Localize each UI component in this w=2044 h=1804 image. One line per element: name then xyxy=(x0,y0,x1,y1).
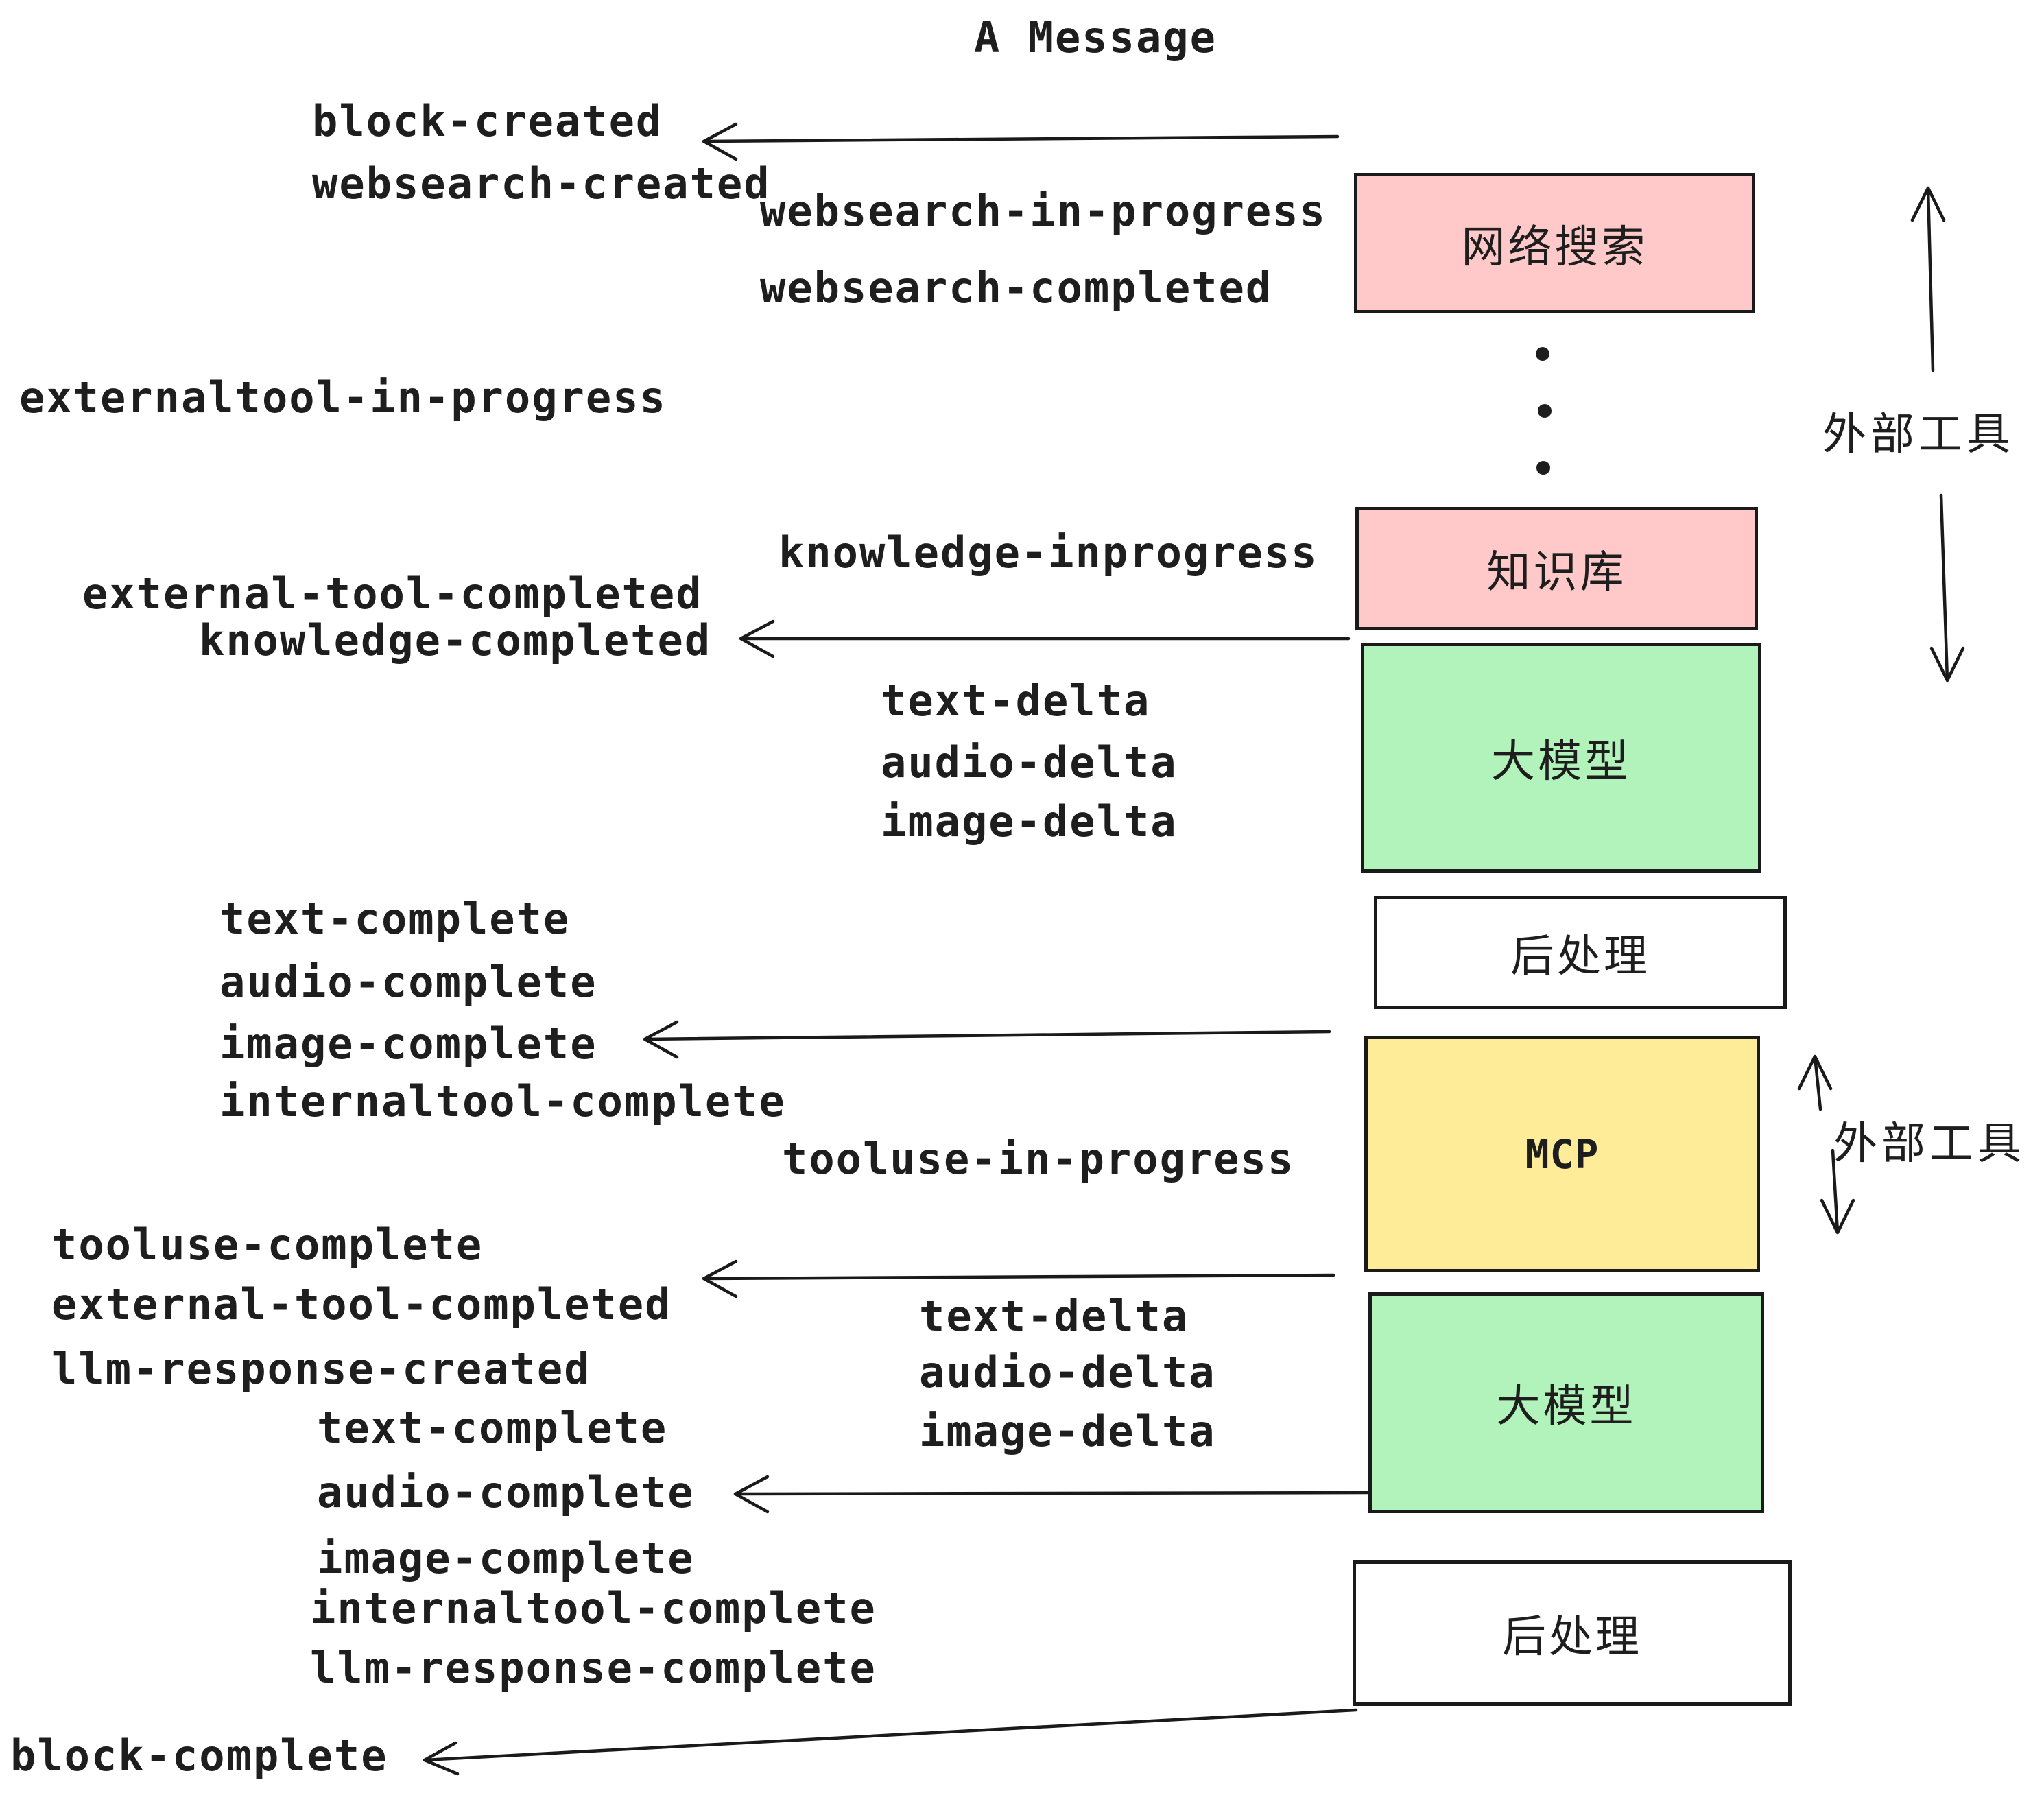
event-text-complete-2: text-complete xyxy=(317,1403,668,1453)
event-image-complete-2: image-complete xyxy=(317,1533,695,1583)
arrow-block-complete xyxy=(423,1708,1358,1776)
event-llm-response-created: llm-response-created xyxy=(51,1344,591,1394)
box-knowledge-label: 知识库 xyxy=(1486,547,1627,597)
event-image-complete-1: image-complete xyxy=(219,1019,597,1069)
arrow-websearch-created xyxy=(702,122,1340,161)
dot xyxy=(1536,347,1549,361)
event-audio-complete-2: audio-complete xyxy=(317,1467,695,1517)
event-image-delta-1: image-delta xyxy=(881,796,1178,846)
external-tools-label-mcp: 外部工具 xyxy=(1833,1119,2025,1168)
dot xyxy=(1536,461,1550,475)
event-image-delta-2: image-delta xyxy=(919,1406,1216,1456)
box-llm-1: 大模型 xyxy=(1361,643,1761,873)
box-postprocess-1-label: 后处理 xyxy=(1510,931,1650,981)
event-text-delta-1: text-delta xyxy=(881,676,1151,726)
event-internaltool-complete-2: internaltool-complete xyxy=(310,1583,877,1633)
event-audio-complete-1: audio-complete xyxy=(219,957,597,1007)
box-postprocess-2: 后处理 xyxy=(1353,1560,1792,1706)
event-knowledge-completed: knowledge-completed xyxy=(199,615,712,665)
box-mcp-label: MCP xyxy=(1525,1130,1600,1178)
event-websearch-completed: websearch-completed xyxy=(760,263,1273,313)
arrow-external-tools-up xyxy=(1910,186,1946,372)
event-external-tool-completed-2: external-tool-completed xyxy=(51,1279,672,1329)
box-postprocess-1: 后处理 xyxy=(1374,896,1787,1009)
box-websearch-label: 网络搜索 xyxy=(1461,222,1648,272)
arrow-tooluse-complete xyxy=(702,1259,1335,1298)
box-mcp: MCP xyxy=(1364,1036,1760,1272)
event-websearch-in-progress: websearch-in-progress xyxy=(760,186,1327,236)
ellipsis-dots xyxy=(1536,347,1552,475)
box-knowledge: 知识库 xyxy=(1355,507,1758,630)
event-websearch-created: websearch-created xyxy=(312,158,771,209)
arrow-mcp-external-down xyxy=(1820,1148,1855,1235)
box-llm-2-label: 大模型 xyxy=(1496,1381,1637,1431)
event-audio-delta-2: audio-delta xyxy=(919,1347,1216,1397)
event-audio-delta-1: audio-delta xyxy=(881,737,1178,787)
arrow-knowledge-completed xyxy=(739,619,1351,658)
box-llm-2: 大模型 xyxy=(1368,1292,1764,1513)
external-tools-label-top: 外部工具 xyxy=(1822,410,2015,459)
event-internaltool-complete-1: internaltool-complete xyxy=(219,1076,786,1126)
box-llm-1-label: 大模型 xyxy=(1491,736,1631,786)
event-llm-response-complete: llm-response-complete xyxy=(310,1643,877,1693)
event-tooluse-complete: tooluse-complete xyxy=(51,1220,484,1270)
box-websearch: 网络搜索 xyxy=(1354,173,1755,313)
event-external-tool-completed-1: external-tool-completed xyxy=(82,569,703,619)
event-block-created: block-created xyxy=(312,96,663,146)
event-text-delta-2: text-delta xyxy=(919,1291,1189,1341)
event-tooluse-in-progress: tooluse-in-progress xyxy=(782,1134,1295,1184)
arrow-mcp-external-up xyxy=(1797,1054,1833,1111)
arrow-image-complete xyxy=(643,1020,1331,1059)
arrow-external-tools-down xyxy=(1929,493,1965,683)
event-externaltool-in-progress: externaltool-in-progress xyxy=(19,372,667,423)
event-knowledge-inprogress: knowledge-inprogress xyxy=(779,527,1318,578)
event-text-complete-1: text-complete xyxy=(219,894,571,944)
dot xyxy=(1538,404,1552,418)
event-block-complete: block-complete xyxy=(10,1731,388,1781)
page-title: A Message xyxy=(974,12,1217,62)
arrow-audio-complete xyxy=(733,1475,1369,1514)
box-postprocess-2-label: 后处理 xyxy=(1502,1612,1642,1661)
